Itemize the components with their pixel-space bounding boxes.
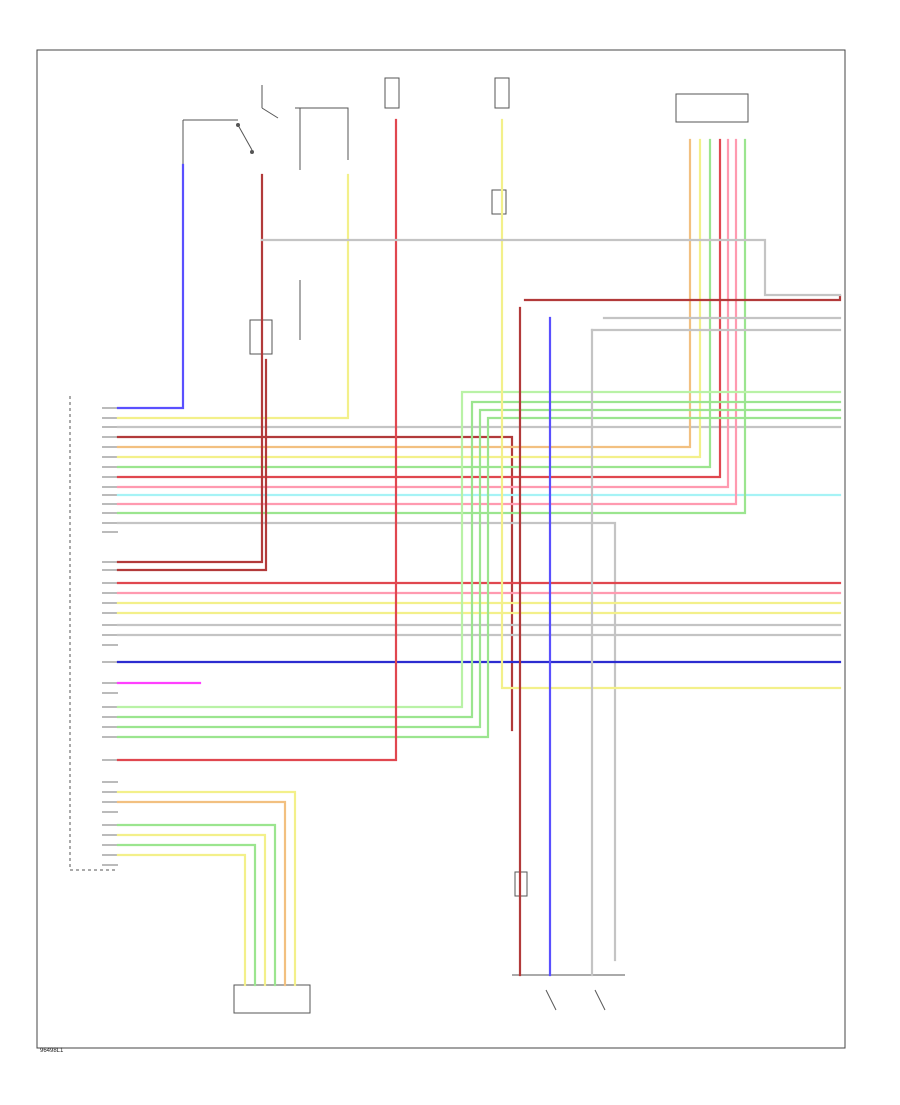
wire-30 bbox=[116, 800, 287, 987]
wire-25 bbox=[116, 400, 842, 719]
ecm-pin-column bbox=[102, 407, 118, 866]
top-left-switch bbox=[182, 85, 349, 170]
middle-left-relay bbox=[249, 280, 301, 355]
wire-31 bbox=[116, 823, 277, 987]
wire-2 bbox=[116, 173, 350, 420]
wire-7 bbox=[116, 138, 712, 469]
wire-35 bbox=[500, 118, 842, 690]
diagram-frame bbox=[36, 49, 846, 1049]
bottom-left-connector bbox=[233, 984, 311, 1014]
wire-37 bbox=[523, 294, 842, 302]
wire-34 bbox=[116, 853, 247, 987]
top-right-connector bbox=[675, 93, 749, 123]
wire-4 bbox=[116, 435, 514, 732]
wires bbox=[116, 118, 842, 987]
wire-8 bbox=[116, 138, 722, 479]
wire-33 bbox=[116, 843, 257, 987]
wire-12 bbox=[116, 138, 747, 515]
wire-24 bbox=[116, 390, 842, 709]
figure-id: 96498L1 bbox=[40, 1048, 64, 1054]
bottom-right-switch bbox=[512, 871, 625, 1011]
wire-13 bbox=[116, 521, 617, 962]
wire-15 bbox=[116, 358, 268, 572]
wire-5 bbox=[116, 138, 692, 449]
wire-11 bbox=[116, 138, 738, 506]
wire-27 bbox=[116, 416, 842, 739]
wire-41 bbox=[260, 238, 842, 297]
wire-26 bbox=[116, 408, 842, 729]
wire-1 bbox=[116, 163, 185, 410]
wire-14 bbox=[116, 173, 264, 564]
wire-29 bbox=[116, 790, 297, 987]
wire-28 bbox=[116, 118, 398, 762]
wire-32 bbox=[116, 833, 267, 987]
wire-9 bbox=[116, 138, 730, 489]
wire-6 bbox=[116, 138, 702, 459]
ecm-outline bbox=[69, 396, 118, 871]
top-center-relays bbox=[384, 77, 510, 215]
